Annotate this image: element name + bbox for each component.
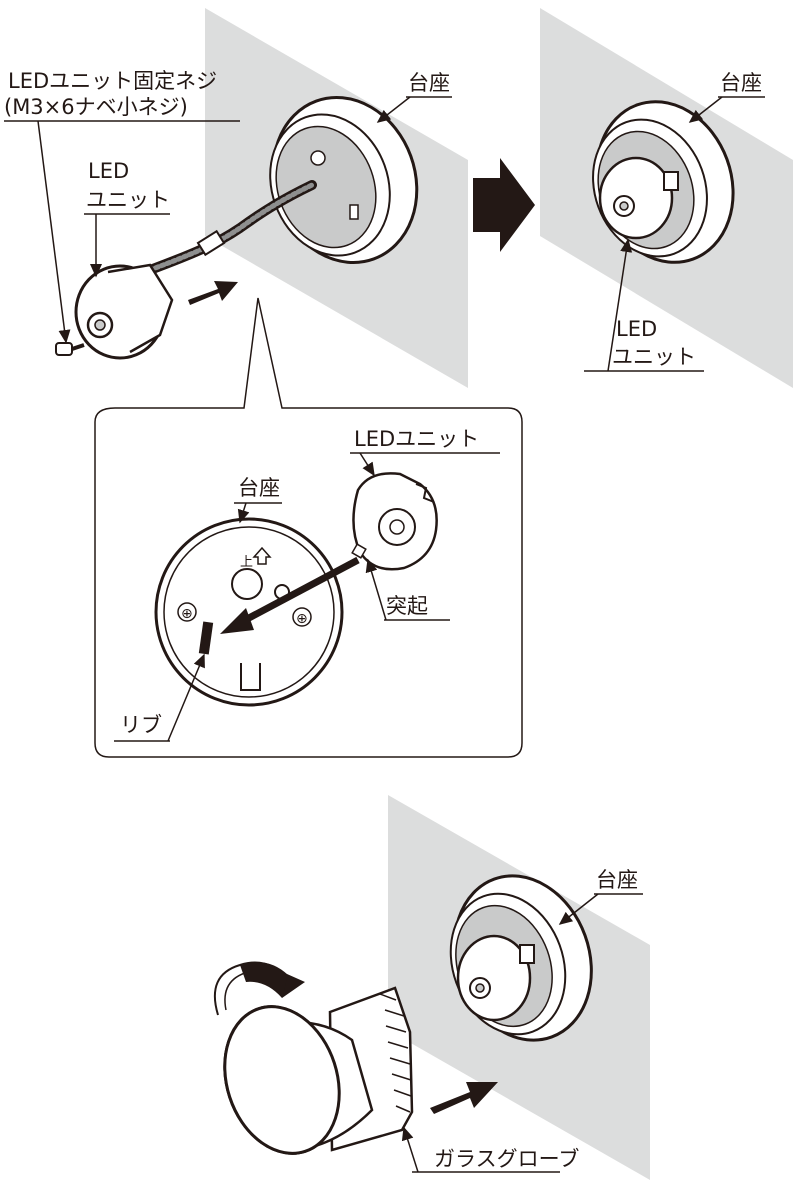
detail-rib-label: リブ: [120, 713, 162, 737]
led-unit-installed-bottom: [456, 934, 535, 1022]
screw-label-line2: (M3×6ナベ小ネジ): [4, 95, 188, 119]
base-front-view: ⊕ ⊕: [154, 517, 344, 707]
insert-arrow-icon: [188, 281, 238, 305]
svg-text:⊕: ⊕: [181, 606, 193, 622]
detail-protrusion-label: 突起: [386, 594, 428, 618]
globe-insert-arrow-icon: [430, 1082, 498, 1114]
led-unit-label-line1: LED: [88, 159, 129, 183]
protrusion: [351, 543, 367, 559]
glass-globe-label: ガラスグローブ: [434, 1147, 579, 1171]
detail-callout: ⊕ ⊕ 上 LEDユニット 台座 突起 リブ: [94, 297, 523, 758]
led-unit-left: [74, 263, 174, 360]
step3-panel: 台座 ガラスグローブ: [213, 795, 650, 1180]
rotate-clockwise-icon: [213, 961, 305, 1016]
led-unit-right-label-line2: ユニット: [612, 345, 696, 369]
base-top-left: [269, 96, 419, 264]
led-unit-label-line2: ユニット: [86, 188, 170, 212]
step1-panel: LEDユニット固定ネジ (M3×6ナベ小ネジ) LED ユニット 台座: [4, 8, 535, 388]
up-arrow-icon: [252, 546, 272, 565]
led-unit-detail: [351, 472, 438, 571]
detail-base-label: 台座: [238, 476, 280, 500]
rib-slot: [198, 621, 214, 655]
glass-globe: [223, 986, 414, 1155]
step2-panel: 台座 LED ユニット: [540, 8, 793, 388]
up-mark-label: 上: [240, 555, 253, 570]
base-bottom-label: 台座: [596, 868, 638, 892]
fixing-screw: [55, 342, 85, 356]
screw-label-line1: LEDユニット固定ネジ: [8, 69, 217, 93]
step-arrow-icon: [473, 158, 535, 252]
detail-insert-arrow-icon: [230, 556, 360, 631]
led-unit-right-label-line1: LED: [616, 317, 657, 341]
base-label-top-left: 台座: [408, 71, 450, 95]
svg-text:⊕: ⊕: [296, 611, 308, 627]
detail-led-unit-label: LEDユニット: [354, 427, 479, 451]
led-unit-installed-right: [598, 156, 679, 240]
base-label-top-right: 台座: [720, 71, 762, 95]
